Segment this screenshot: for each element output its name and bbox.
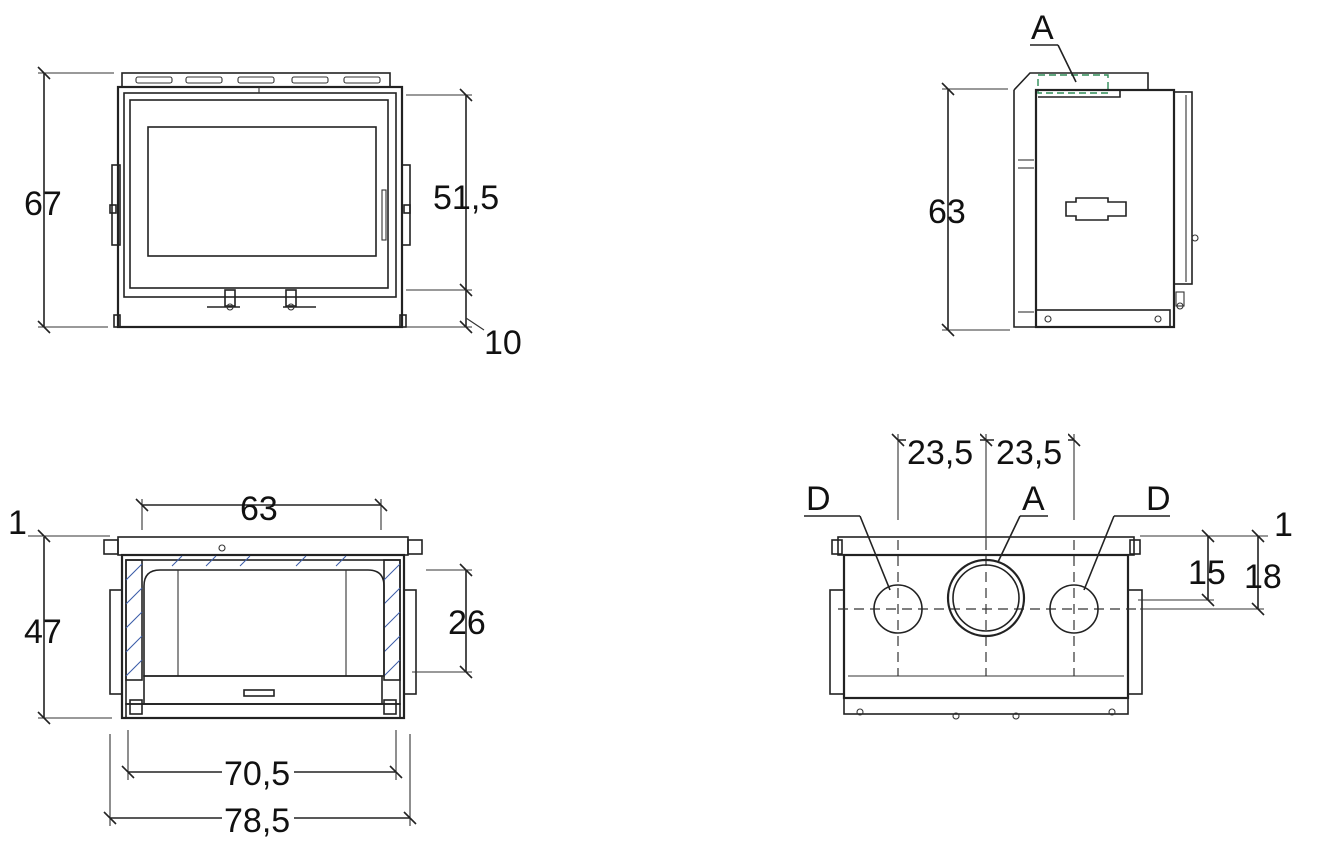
dim-67: 67 bbox=[24, 185, 62, 223]
dim-47: 47 bbox=[24, 613, 62, 651]
dim-1-top: 1 bbox=[1274, 506, 1293, 544]
top-view: 23,5 23,5 D A D 1 15 18 bbox=[804, 424, 1293, 720]
dim-18: 18 bbox=[1244, 558, 1282, 596]
dim-23-5-left: 23,5 bbox=[907, 434, 973, 472]
dim-63-plan: 63 bbox=[240, 490, 278, 528]
dim-10: 10 bbox=[484, 324, 522, 362]
front-view: 67 51,5 10 bbox=[24, 66, 522, 362]
dim-78-5: 78,5 bbox=[224, 802, 290, 840]
dim-26: 26 bbox=[448, 604, 486, 642]
insulation-hatch bbox=[125, 555, 401, 677]
dim-15: 15 bbox=[1188, 554, 1226, 592]
duct-a bbox=[946, 558, 1026, 638]
dim-23-5-right: 23,5 bbox=[996, 434, 1062, 472]
label-d-right: D bbox=[1146, 480, 1171, 518]
side-view: A 63 bbox=[928, 9, 1199, 337]
label-a-top: A bbox=[1022, 480, 1045, 518]
dim-1-plan: 1 bbox=[8, 504, 27, 542]
label-d-left: D bbox=[806, 480, 831, 518]
duct-d-left bbox=[873, 584, 923, 634]
dim-63-side: 63 bbox=[928, 193, 966, 231]
label-a-side: A bbox=[1031, 9, 1054, 47]
plan-view: 63 1 47 26 70,5 78,5 bbox=[8, 490, 486, 840]
dim-51-5: 51,5 bbox=[433, 179, 499, 217]
duct-d-right bbox=[1049, 584, 1099, 634]
dim-70-5: 70,5 bbox=[224, 755, 290, 793]
